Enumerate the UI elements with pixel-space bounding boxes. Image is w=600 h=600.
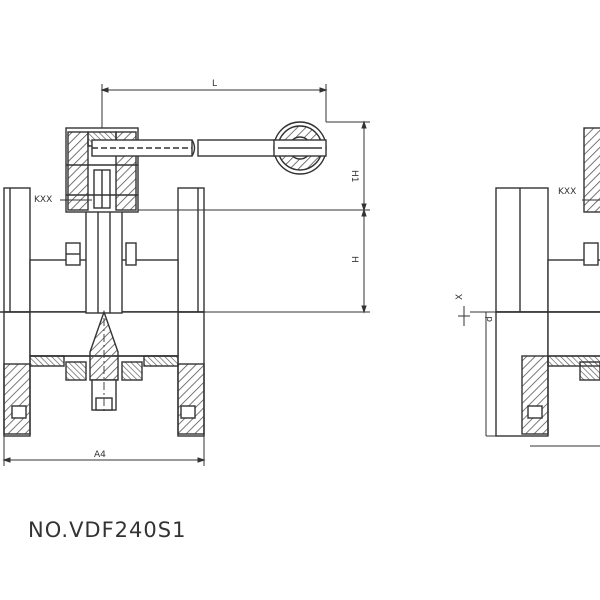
label-h: H <box>349 256 359 263</box>
dimension-l <box>100 84 328 128</box>
handwheel <box>273 121 327 175</box>
label-kxx-left: KXX <box>34 195 52 205</box>
valve-disc <box>65 309 143 412</box>
handle-shaft <box>91 139 279 157</box>
left-flange <box>3 187 31 437</box>
label-x: X <box>455 294 465 300</box>
side-view <box>458 127 600 447</box>
dimension-h <box>138 120 370 314</box>
dimension-a4 <box>2 436 206 466</box>
right-flange <box>177 187 205 437</box>
label-a4: A4 <box>94 450 106 460</box>
label-h1: H1 <box>349 170 359 183</box>
label-d: d <box>485 316 495 322</box>
model-number: NO.VDF240S1 <box>28 518 187 542</box>
label-kxx-right: KXX <box>558 187 576 197</box>
front-section-view <box>0 84 370 466</box>
label-l: L <box>212 79 217 89</box>
